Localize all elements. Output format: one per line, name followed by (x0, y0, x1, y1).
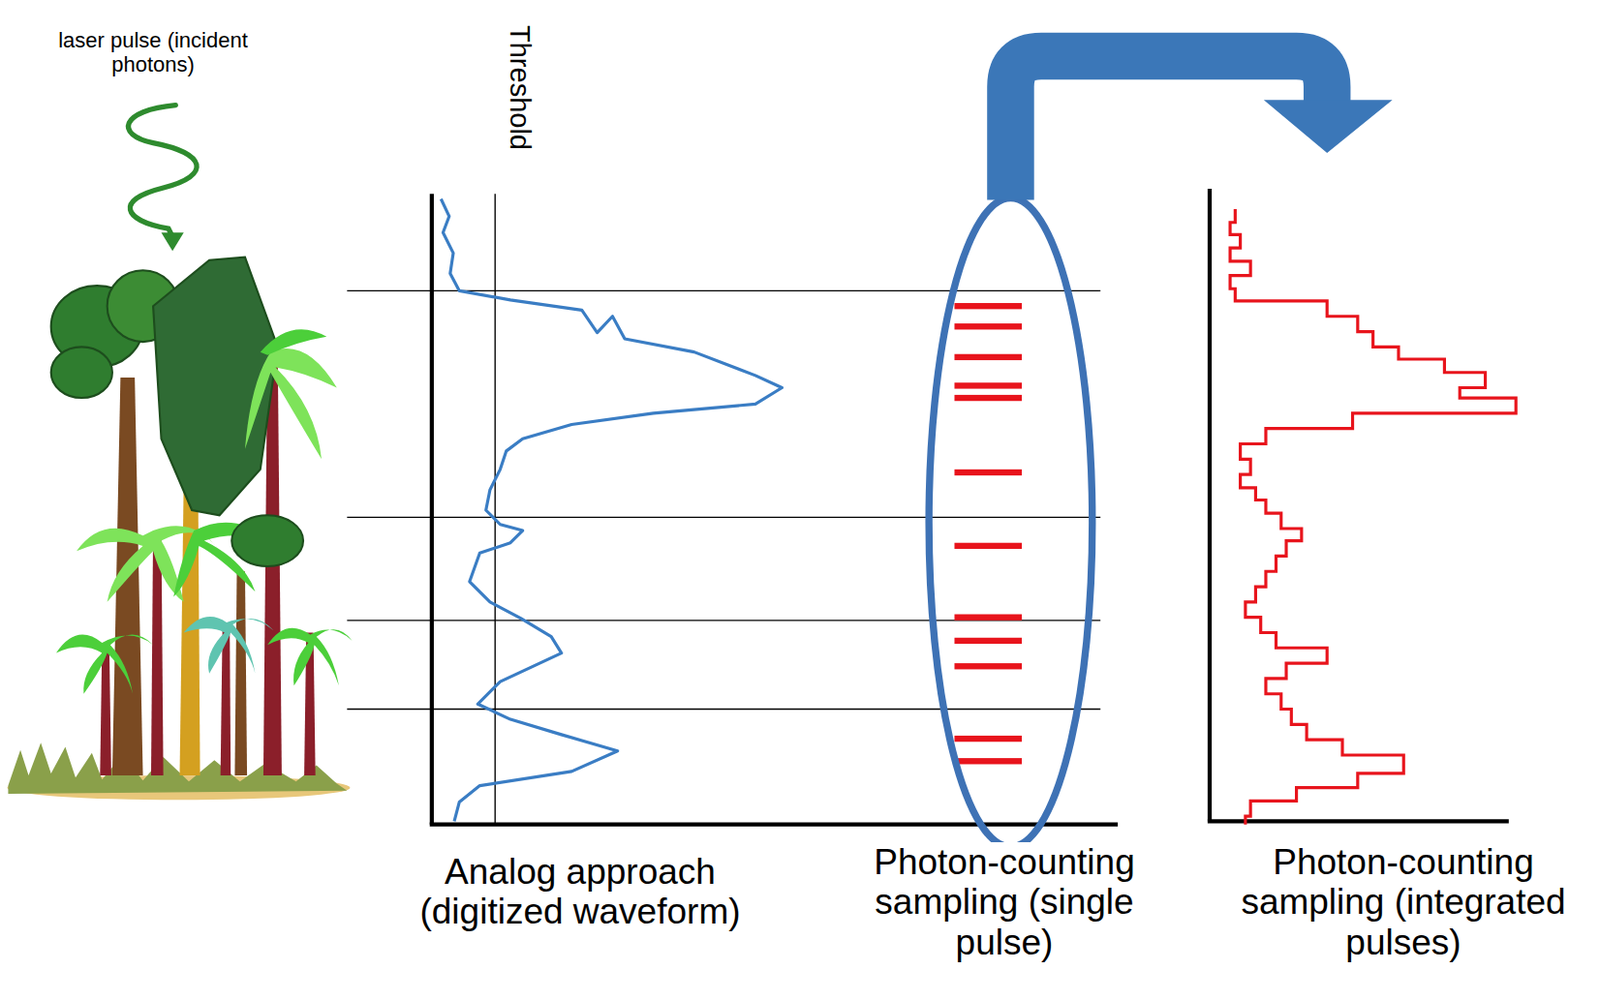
panel-caption: Analog approach (digitized waveform) (387, 852, 773, 933)
threshold-label: Threshold (504, 25, 536, 151)
forest-illustration (6, 257, 352, 801)
analog-plot (346, 193, 1118, 825)
photon-events (953, 303, 1022, 765)
photon-arrow (127, 105, 197, 252)
pulse-label: laser pulse (incident photons) (46, 29, 260, 77)
panel-caption: Photon-counting sampling (integrated pul… (1225, 842, 1582, 963)
selection-ellipse (928, 56, 1393, 848)
panel-caption: Photon-counting sampling (single pulse) (837, 842, 1171, 963)
integrated-histogram (1207, 188, 1516, 826)
